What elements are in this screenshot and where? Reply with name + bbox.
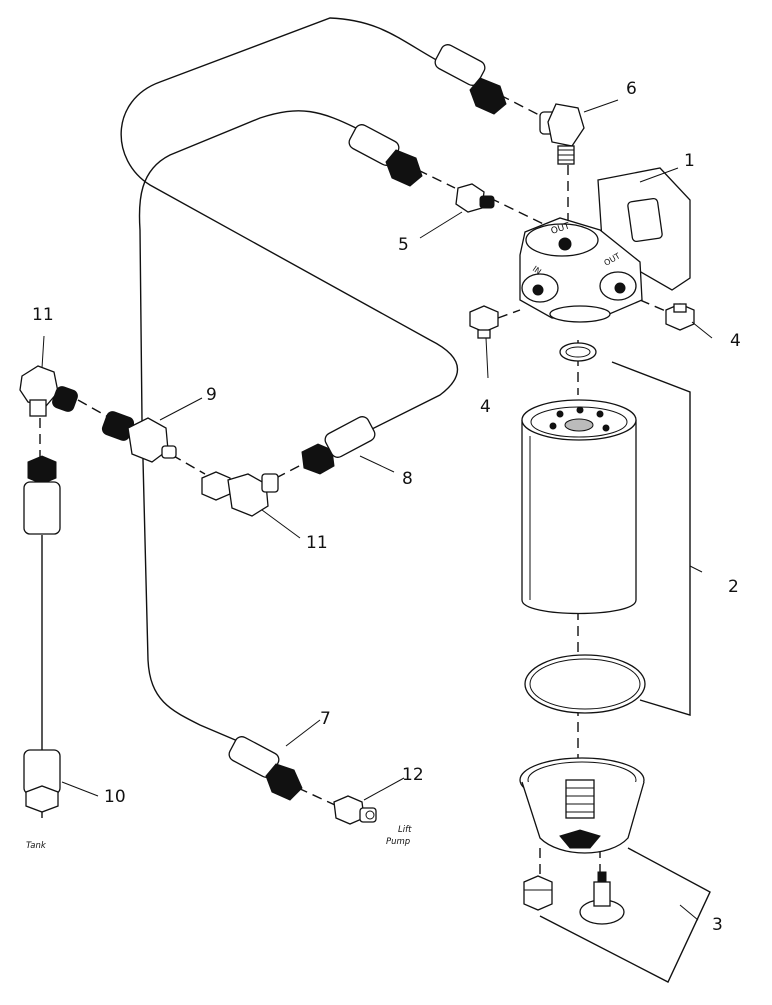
callout-3: 3 <box>712 915 723 935</box>
lift-pump-label-line2: Pump <box>386 837 410 847</box>
callout-8: 8 <box>402 469 413 489</box>
callout-12: 12 <box>402 765 424 785</box>
filter-cartridge-2 <box>521 399 637 615</box>
hose-end-fitting-8 <box>301 416 376 475</box>
adapter-fitting-9 <box>101 411 177 463</box>
water-separator-bowl-3 <box>519 757 645 854</box>
bracket-3 <box>539 847 711 983</box>
tank-hose-end-upper <box>23 455 61 535</box>
o-ring-large <box>524 654 646 714</box>
callout-7: 7 <box>320 709 331 729</box>
drain-plug <box>523 875 553 911</box>
bracket-2 <box>611 361 691 716</box>
tank-label: Tank <box>26 841 47 851</box>
callout-11-left: 11 <box>32 305 54 325</box>
callout-1: 1 <box>684 151 695 171</box>
text-labels: Tank Lift Pump <box>26 825 412 851</box>
callout-10: 10 <box>104 787 126 807</box>
hose-end-fitting-middle <box>348 124 423 187</box>
filter-head-1: OUT IN OUT <box>519 167 691 323</box>
tank-hose-end-10 <box>23 749 61 813</box>
hose-end-fitting-7 <box>228 736 303 801</box>
elbow-fitting-11-left <box>19 365 78 417</box>
lift-pump-label-line1: Lift <box>398 825 412 835</box>
callout-2: 2 <box>728 577 739 597</box>
callout-4-right: 4 <box>730 331 741 351</box>
adapter-fitting-12 <box>333 795 377 825</box>
hose-top-outer <box>120 17 459 431</box>
callout-11-middle: 11 <box>306 533 328 553</box>
plug-4-right <box>665 303 695 331</box>
o-ring-small <box>559 342 597 362</box>
callout-9: 9 <box>206 385 217 405</box>
sensor-plug <box>579 871 625 925</box>
adapter-fitting-5 <box>455 183 495 213</box>
hose-end-fitting-top <box>434 44 507 115</box>
elbow-fitting-11-middle <box>201 471 279 517</box>
hose-middle <box>138 110 361 743</box>
callout-6: 6 <box>626 79 637 99</box>
elbow-fitting-6 <box>539 103 585 165</box>
leader-lines <box>41 99 713 921</box>
callout-numbers: 1 2 3 4 4 5 6 7 8 9 10 11 11 12 <box>32 79 741 935</box>
callout-4-left: 4 <box>480 397 491 417</box>
plug-4-left <box>469 305 499 339</box>
callout-5: 5 <box>398 235 409 255</box>
